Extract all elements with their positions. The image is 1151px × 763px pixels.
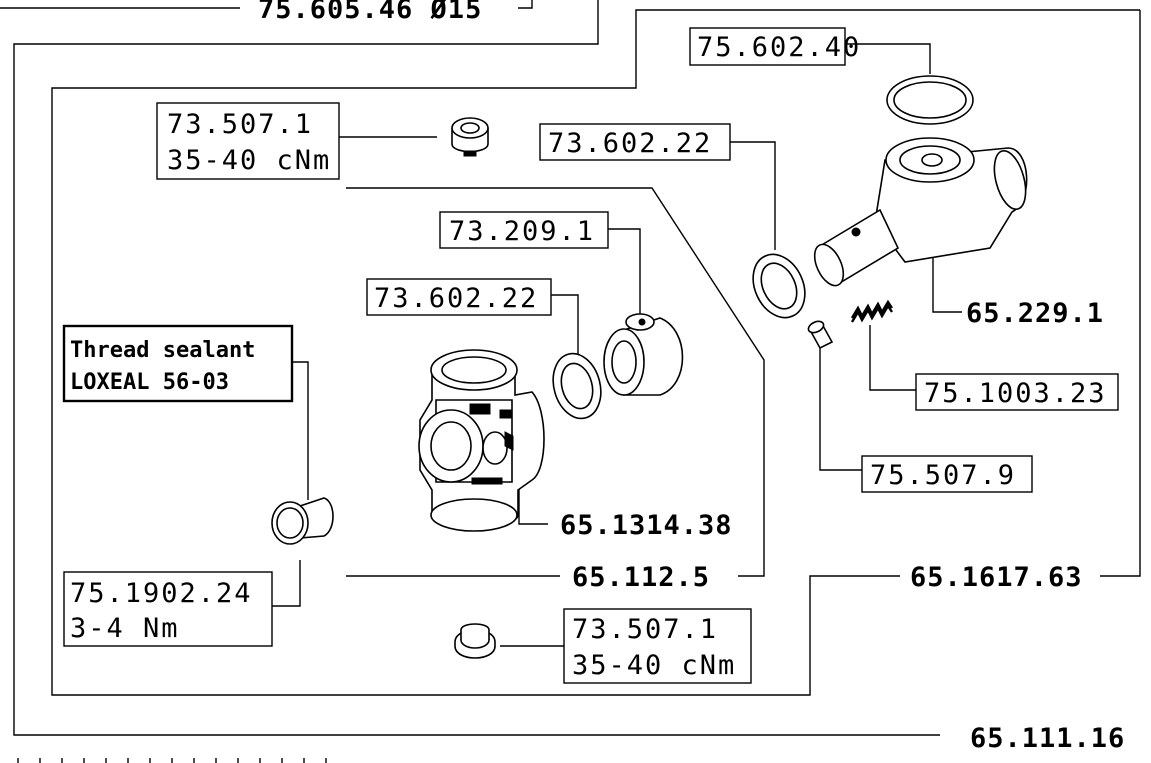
label-sealant-line1: Thread sealant	[70, 338, 255, 363]
label-box-oring-large	[689, 27, 846, 66]
label-plug-torque: 3-4 Nm	[70, 613, 180, 644]
label-box-thread-sealant	[62, 324, 294, 403]
label-sealant-line2: LOXEAL 56-03	[70, 370, 229, 395]
label-box-valve-cap-top	[156, 102, 340, 180]
spring-part	[850, 299, 893, 323]
washer-right-part	[752, 253, 806, 319]
label-washer-right: 73.602.22	[548, 128, 712, 159]
valve-cap-bottom-part	[454, 623, 496, 659]
leader-valve-body	[518, 485, 548, 525]
valve-body-main-part	[418, 349, 545, 532]
frame-outer-group	[13, 0, 940, 736]
frame-top-group	[0, 0, 533, 9]
leader-spool-ring	[608, 228, 641, 318]
label-mid-group: 65.1617.63	[910, 562, 1083, 593]
label-spool-ring: 73.209.1	[449, 216, 595, 247]
washer-inner-part	[552, 352, 602, 420]
label-valve-cap-bottom: 73.507.1	[572, 614, 718, 645]
label-valve-cap-top-torque: 35-40 cNm	[167, 145, 331, 176]
label-box-washer-inner	[366, 278, 552, 316]
leader-plug	[272, 560, 301, 607]
label-box-spring	[915, 373, 1119, 411]
leader-washer-right	[730, 141, 776, 250]
spool-ring-part	[603, 313, 684, 396]
label-pin: 75.507.9	[870, 460, 1016, 491]
label-plug: 75.1902.24	[70, 578, 253, 609]
valve-cap-top-part	[451, 117, 489, 157]
label-box-plug	[63, 571, 273, 647]
leader-washer-inner	[551, 294, 579, 356]
leader-oring-large	[845, 43, 931, 74]
oring-large-part	[886, 75, 974, 125]
leader-pin	[819, 344, 862, 471]
label-valve-cap-bottom-torque: 35-40 cNm	[572, 650, 736, 681]
label-oring-large: 75.602.40	[697, 32, 861, 63]
label-box-spool-ring	[439, 211, 609, 249]
label-box-pin	[861, 455, 1033, 493]
leader-body-right	[932, 256, 962, 313]
label-outer-group: 65.111.16	[970, 723, 1125, 754]
frame-inner-group	[346, 187, 765, 577]
leader-thread-sealant	[292, 361, 309, 500]
leader-spring	[869, 325, 916, 391]
label-top-group: 75.605.46 Ø15	[258, 0, 482, 25]
label-valve-cap-top: 73.507.1	[167, 109, 313, 140]
pin-part	[807, 320, 834, 350]
label-washer-inner: 73.602.22	[374, 283, 538, 314]
label-valve-body: 65.1314.38	[560, 510, 733, 541]
cropped-text-fragment	[17, 758, 327, 763]
plug-part	[271, 497, 334, 545]
valve-body-right-part	[813, 137, 1028, 287]
label-spring: 75.1003.23	[924, 378, 1107, 409]
frame-mid-group	[51, 9, 1141, 696]
label-inner-group: 65.112.5	[572, 562, 710, 593]
label-body-right: 65.229.1	[966, 298, 1104, 329]
